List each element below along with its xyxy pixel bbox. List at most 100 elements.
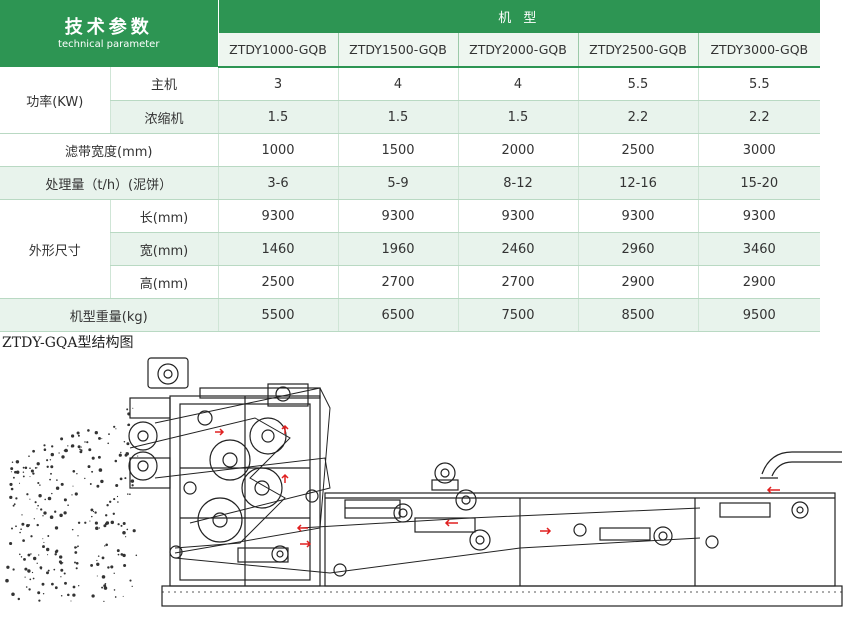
sludge-speck bbox=[137, 455, 139, 457]
sludge-speck bbox=[44, 498, 46, 501]
sludge-speck bbox=[32, 449, 35, 453]
table-row: 处理量（t/h）(泥饼） 3-6 5-9 8-12 12-16 15-20 bbox=[0, 166, 821, 200]
model-name: ZTDY2500-GQB bbox=[578, 33, 699, 68]
sludge-speck bbox=[41, 582, 45, 586]
sludge-speck bbox=[115, 428, 117, 430]
table-cell: 2500 bbox=[217, 265, 338, 299]
table-cell: 2000 bbox=[457, 133, 578, 167]
sludge-speck bbox=[25, 586, 28, 588]
sludge-speck bbox=[62, 562, 64, 564]
sludge-speck bbox=[97, 555, 100, 557]
sludge-speck bbox=[24, 576, 26, 578]
sludge-speck bbox=[31, 571, 34, 574]
model-header: 机 型 bbox=[218, 0, 821, 33]
sludge-speck bbox=[71, 528, 74, 531]
table-cell: 5500 bbox=[217, 298, 338, 332]
sludge-speck bbox=[36, 508, 38, 510]
sludge-speck bbox=[76, 431, 80, 435]
structure-diagram bbox=[5, 357, 843, 607]
sludge-speck bbox=[89, 483, 92, 485]
sludge-speck bbox=[125, 452, 129, 456]
table-cell: 2700 bbox=[457, 265, 578, 299]
table-cell: 1.5 bbox=[337, 100, 458, 134]
model-name: ZTDY3000-GQB bbox=[698, 33, 821, 68]
sludge-speck bbox=[46, 465, 49, 468]
sludge-speck bbox=[91, 594, 95, 598]
sludge-speck bbox=[130, 479, 135, 483]
sludge-speck bbox=[107, 566, 110, 569]
sludge-speck bbox=[75, 561, 79, 565]
table-cell: 8-12 bbox=[457, 166, 578, 200]
sludge-speck bbox=[72, 485, 74, 487]
table-row: 功率(KW) 主机 3 4 4 5.5 5.5 bbox=[0, 67, 821, 134]
table-cell: 9300 bbox=[697, 199, 821, 233]
sludge-speck bbox=[54, 553, 57, 556]
sludge-speck bbox=[113, 589, 116, 591]
height-label: 高(mm) bbox=[109, 265, 218, 299]
sludge-speck bbox=[63, 572, 66, 575]
sludge-speck bbox=[116, 549, 120, 553]
sludge-speck bbox=[16, 470, 20, 474]
sludge-speck bbox=[123, 441, 126, 443]
sludge-speck bbox=[22, 466, 25, 469]
sludge-speck bbox=[30, 553, 32, 555]
sludge-speck bbox=[46, 571, 49, 575]
sludge-speck bbox=[12, 568, 15, 571]
sludge-speck bbox=[109, 500, 112, 503]
sludge-speck bbox=[129, 579, 132, 582]
sludge-speck bbox=[64, 581, 67, 585]
sludge-speck bbox=[113, 572, 115, 574]
sludge-speck bbox=[78, 585, 80, 587]
sludge-speck bbox=[5, 578, 9, 583]
sludge-speck bbox=[107, 442, 110, 445]
sludge-speck bbox=[22, 475, 25, 478]
sludge-speck bbox=[54, 586, 58, 590]
table-cell: 5.5 bbox=[577, 67, 698, 101]
sludge-speck bbox=[116, 495, 119, 498]
sludge-speck bbox=[54, 550, 58, 554]
sludge-speck bbox=[28, 455, 30, 457]
sludge-speck bbox=[119, 477, 123, 481]
sludge-speck bbox=[21, 522, 25, 526]
sludge-speck bbox=[22, 539, 25, 542]
press-rollers bbox=[128, 410, 319, 559]
sludge-speck bbox=[49, 478, 51, 481]
sludge-speck bbox=[33, 518, 35, 520]
sludge-speck bbox=[50, 465, 54, 469]
sludge-speck bbox=[84, 477, 86, 480]
sludge-speck bbox=[132, 529, 136, 533]
sludge-speck bbox=[32, 472, 35, 475]
sludge-speck bbox=[72, 593, 76, 597]
table-title-cell: 技术参数 technical parameter bbox=[0, 0, 219, 67]
sludge-speck bbox=[67, 593, 70, 597]
sludge-speck bbox=[70, 600, 72, 602]
thickener-label: 浓缩机 bbox=[109, 100, 218, 134]
table-cell: 9300 bbox=[217, 199, 338, 233]
sludge-speck bbox=[54, 510, 57, 513]
sludge-speck bbox=[113, 425, 116, 428]
sludge-speck bbox=[42, 593, 45, 595]
sludge-speck bbox=[49, 515, 54, 519]
sludge-speck bbox=[37, 591, 41, 595]
sludge-speck bbox=[71, 494, 73, 496]
sludge-speck bbox=[55, 486, 60, 490]
sludge-speck bbox=[89, 520, 91, 522]
sludge-speck bbox=[10, 471, 12, 473]
sludge-speck bbox=[103, 600, 105, 603]
sludge-speck bbox=[64, 498, 66, 500]
table-cell: 1460 bbox=[217, 232, 338, 266]
sludge-speck bbox=[126, 528, 129, 531]
sludge-speck bbox=[77, 521, 81, 525]
sludge-speck bbox=[50, 472, 52, 475]
belt-direction-arrows bbox=[215, 424, 780, 548]
sludge-speck bbox=[122, 531, 126, 535]
sludge-speck bbox=[100, 479, 104, 484]
table-cell: 2960 bbox=[577, 232, 698, 266]
sludge-speck bbox=[46, 459, 49, 462]
sludge-speck bbox=[74, 546, 77, 549]
sludge-speck bbox=[77, 445, 81, 449]
sludge-speck bbox=[29, 467, 31, 469]
sludge-speck bbox=[60, 568, 64, 572]
table-cell: 8500 bbox=[577, 298, 698, 332]
sludge-speck bbox=[43, 444, 46, 447]
